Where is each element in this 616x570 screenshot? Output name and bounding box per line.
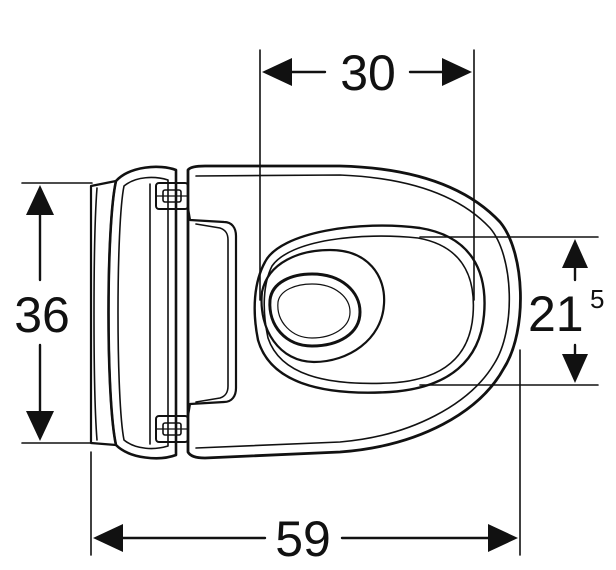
hinge-top [155, 182, 189, 210]
dimension-label-bowl-width-superscript: 5 [590, 284, 604, 314]
arrow-right-icon [442, 58, 472, 86]
hinge-bottom [155, 415, 189, 443]
arrow-left-icon [262, 58, 292, 86]
toilet-bowl [186, 164, 522, 460]
dimension-label-bowl-width: 21 [528, 286, 584, 342]
arrow-left-icon [93, 524, 123, 552]
dimension-overall-width: 59 [90, 349, 521, 567]
arrow-up-icon [26, 185, 54, 215]
arrow-down-icon [562, 354, 588, 383]
bowl-opening [253, 224, 486, 394]
dimension-top-width: 30 [259, 45, 475, 301]
arrow-right-icon [488, 524, 518, 552]
dimension-label-overall-width: 59 [275, 511, 331, 567]
drain-opening [260, 248, 386, 364]
seat-lid [107, 165, 178, 460]
arrow-down-icon [26, 411, 54, 441]
dimension-label-overall-height: 36 [14, 287, 70, 343]
arrow-up-icon [562, 239, 588, 268]
dimension-label-top-width: 30 [340, 45, 396, 101]
dimension-overall-height: 36 [14, 182, 93, 444]
dimension-bowl-width: 21 5 [419, 236, 604, 386]
